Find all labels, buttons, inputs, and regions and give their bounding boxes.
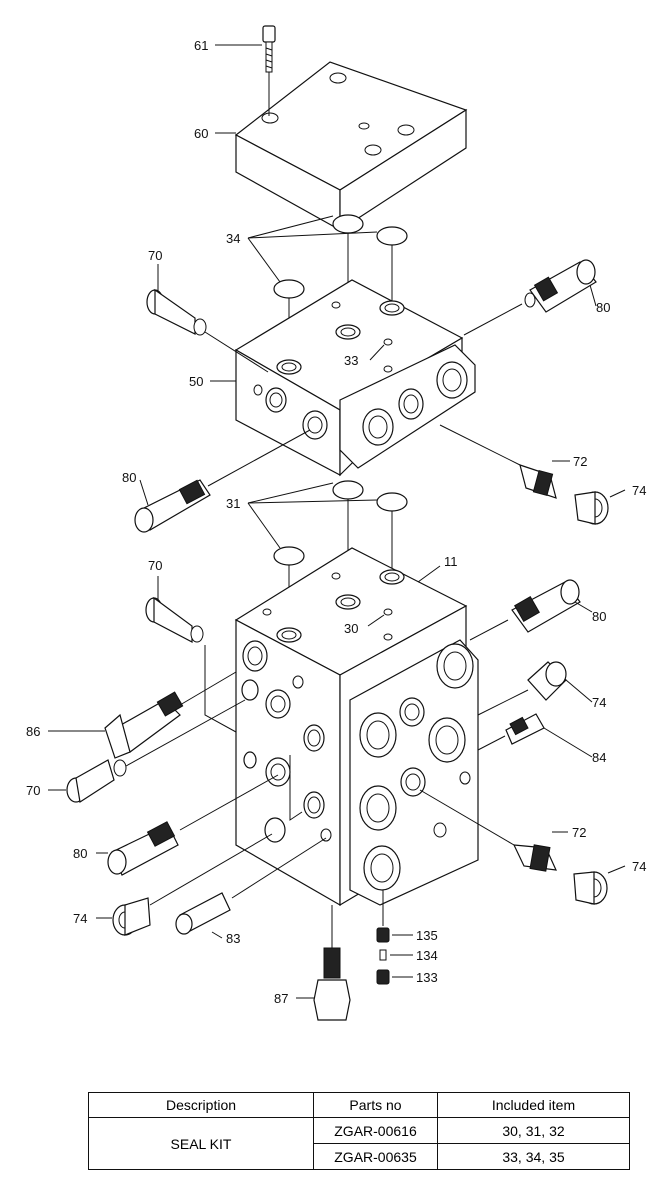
callout-31: 31 <box>226 496 240 511</box>
seal-kit-table: Description Parts no Included item SEAL … <box>88 1092 630 1170</box>
table-row: ZGAR-00635 33, 34, 35 <box>89 1143 630 1170</box>
valve-83 <box>175 837 327 935</box>
cell-included: 33, 34, 35 <box>437 1143 630 1170</box>
plug-74-right-mid <box>477 661 567 716</box>
bolt-61 <box>262 25 276 116</box>
callout-80: 80 <box>122 470 136 485</box>
callout-74: 74 <box>632 483 646 498</box>
valve-80-upper-right <box>463 259 597 336</box>
callout-33: 33 <box>344 353 358 368</box>
callout-61: 61 <box>194 38 208 53</box>
leader-lines <box>48 44 626 999</box>
callout-30: 30 <box>344 621 358 636</box>
callout-80: 80 <box>596 300 610 315</box>
callout-135: 135 <box>416 928 438 943</box>
valve-84 <box>477 713 545 751</box>
lower-block-11 <box>234 547 479 907</box>
header-description: Description <box>88 1092 314 1118</box>
plug-74-lower-left <box>112 833 273 936</box>
callout-80: 80 <box>592 609 606 624</box>
callout-72: 72 <box>573 454 587 469</box>
o-rings-31 <box>273 480 408 632</box>
callout-labels: 61 60 34 70 80 33 50 72 74 80 31 11 70 8… <box>26 38 646 1006</box>
valve-80-lower-left <box>107 774 279 876</box>
callout-87: 87 <box>274 991 288 1006</box>
cover-plate <box>234 61 468 232</box>
valve-87 <box>313 905 351 1021</box>
exploded-valve-diagram: 61 60 34 70 80 33 50 72 74 80 31 11 70 8… <box>26 25 646 1021</box>
callout-74: 74 <box>592 695 606 710</box>
table-header-row: Description Parts no Included item <box>88 1092 630 1118</box>
header-parts-no: Parts no <box>313 1092 438 1118</box>
callout-60: 60 <box>194 126 208 141</box>
table-row: SEAL KIT ZGAR-00616 30, 31, 32 <box>88 1117 630 1170</box>
header-included-item: Included item <box>437 1092 630 1118</box>
callout-70: 70 <box>148 558 162 573</box>
valve-72-74-upper <box>439 424 609 525</box>
callout-86: 86 <box>26 724 40 739</box>
plug-70-lower <box>66 699 246 804</box>
callout-70: 70 <box>148 248 162 263</box>
valve-80-lower-right <box>469 579 581 641</box>
callout-134: 134 <box>416 948 438 963</box>
plug-70-mid <box>145 596 204 643</box>
callout-74: 74 <box>73 911 87 926</box>
cell-parts-no: ZGAR-00616 <box>313 1117 438 1144</box>
valve-86 <box>104 671 237 759</box>
callout-11: 11 <box>444 554 458 569</box>
callout-72: 72 <box>572 825 586 840</box>
small-parts <box>376 890 390 985</box>
plug-70-upper <box>146 288 269 373</box>
callout-133: 133 <box>416 970 438 985</box>
cell-parts-no: ZGAR-00635 <box>313 1143 438 1170</box>
callout-83: 83 <box>226 931 240 946</box>
valve-80-upper-left <box>134 429 311 533</box>
callout-50: 50 <box>189 374 203 389</box>
callout-80: 80 <box>73 846 87 861</box>
upper-block-50 <box>234 279 476 477</box>
callout-84: 84 <box>592 750 606 765</box>
cell-included: 30, 31, 32 <box>437 1117 630 1144</box>
callout-70: 70 <box>26 783 40 798</box>
cell-description: SEAL KIT <box>88 1117 314 1170</box>
valve-72-74-lower-right <box>419 789 608 905</box>
callout-34: 34 <box>226 231 240 246</box>
callout-74: 74 <box>632 859 646 874</box>
